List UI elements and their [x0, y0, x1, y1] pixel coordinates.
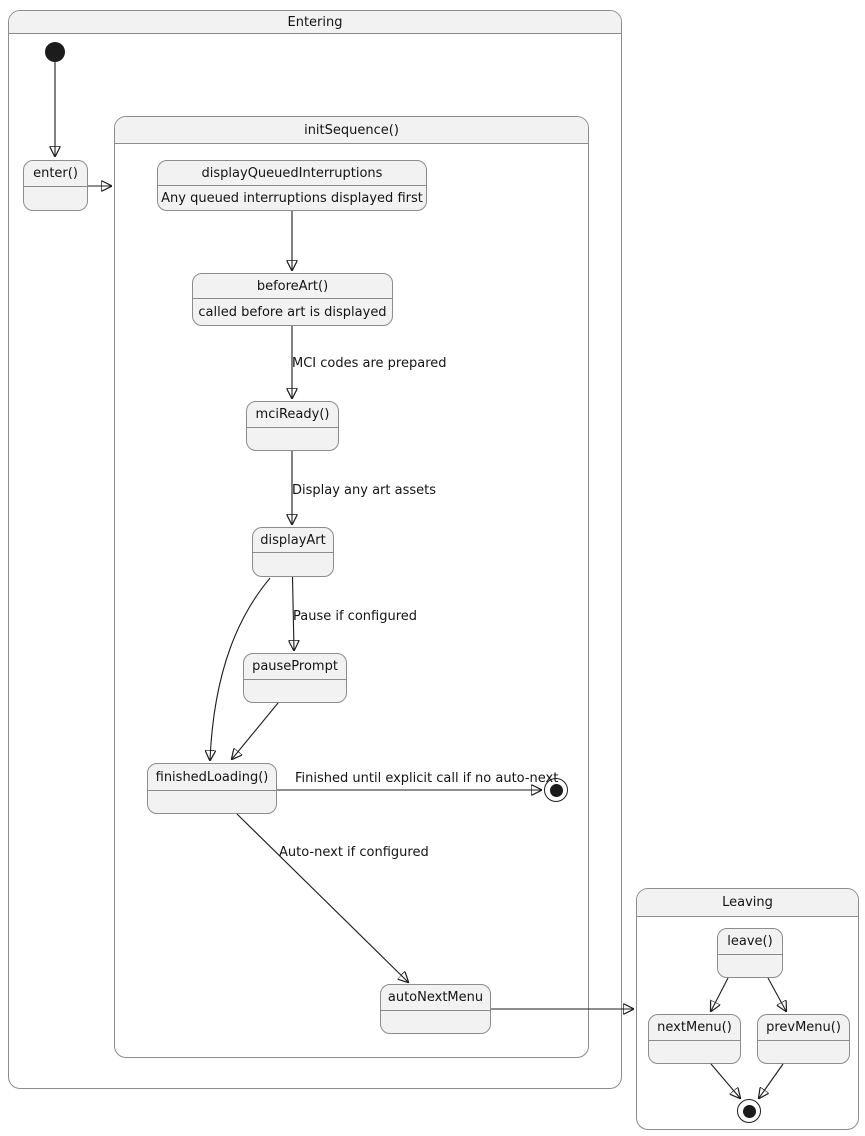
initial-state-icon — [45, 42, 65, 62]
state-finished-loading: finishedLoading() — [147, 763, 277, 814]
state-display-art-body — [253, 553, 333, 576]
state-auto-next-menu-body — [381, 1011, 490, 1033]
container-entering-title: Entering — [287, 14, 343, 30]
container-entering: Entering — [8, 10, 622, 1089]
state-before-art-title: beforeArt() — [193, 274, 392, 299]
state-next-menu-title: nextMenu() — [649, 1015, 740, 1041]
container-init-sequence-title: initSequence() — [304, 122, 399, 138]
state-enter-title: enter() — [24, 161, 87, 187]
state-display-queued-interruptions-description: Any queued interruptions displayed first — [161, 190, 423, 206]
edge-label-display-assets: Display any art assets — [292, 483, 437, 498]
state-next-menu-body — [649, 1041, 740, 1063]
state-mci-ready: mciReady() — [246, 401, 339, 451]
container-entering-header: Entering — [9, 11, 621, 34]
container-leaving-title: Leaving — [722, 895, 773, 910]
state-auto-next-menu-title: autoNextMenu — [381, 985, 490, 1011]
state-prev-menu: prevMenu() — [757, 1014, 850, 1064]
edge-label-auto-next: Auto-next if configured — [279, 845, 429, 860]
state-display-queued-interruptions: displayQueuedInterruptions Any queued in… — [157, 160, 427, 211]
state-leave-body — [718, 955, 782, 977]
state-before-art-description: called before art is displayed — [198, 304, 387, 320]
state-pause-prompt-body — [244, 680, 346, 702]
state-before-art: beforeArt() called before art is display… — [192, 273, 393, 326]
edge-label-pause: Pause if configured — [293, 609, 418, 624]
container-init-sequence: initSequence() — [114, 116, 589, 1058]
state-leave: leave() — [717, 928, 783, 978]
edge-label-mci-codes: MCI codes are prepared — [292, 356, 447, 371]
final-state-leaving-icon — [737, 1099, 761, 1123]
container-leaving: Leaving — [636, 888, 859, 1130]
state-pause-prompt-title: pausePrompt — [244, 654, 346, 680]
state-mci-ready-body — [247, 428, 338, 450]
state-prev-menu-title: prevMenu() — [758, 1015, 849, 1041]
state-finished-loading-body — [148, 791, 276, 813]
state-mci-ready-title: mciReady() — [247, 402, 338, 428]
state-display-art-title: displayArt — [253, 528, 333, 553]
state-finished-loading-title: finishedLoading() — [148, 764, 276, 791]
state-display-queued-interruptions-title: displayQueuedInterruptions — [158, 161, 426, 186]
final-state-entering-inner-dot — [549, 783, 563, 797]
state-pause-prompt: pausePrompt — [243, 653, 347, 703]
final-state-entering-icon — [544, 778, 568, 802]
state-enter: enter() — [23, 160, 88, 211]
state-leave-title: leave() — [718, 929, 782, 955]
state-next-menu: nextMenu() — [648, 1014, 741, 1064]
final-state-leaving-inner-dot — [742, 1104, 756, 1118]
container-leaving-header: Leaving — [637, 889, 858, 917]
container-init-sequence-header: initSequence() — [115, 117, 588, 144]
state-auto-next-menu: autoNextMenu — [380, 984, 491, 1034]
state-enter-body — [24, 187, 87, 210]
state-display-art: displayArt — [252, 527, 334, 577]
edge-label-finished-no-autonext: Finished until explicit call if no auto-… — [295, 771, 559, 786]
state-prev-menu-body — [758, 1041, 849, 1063]
